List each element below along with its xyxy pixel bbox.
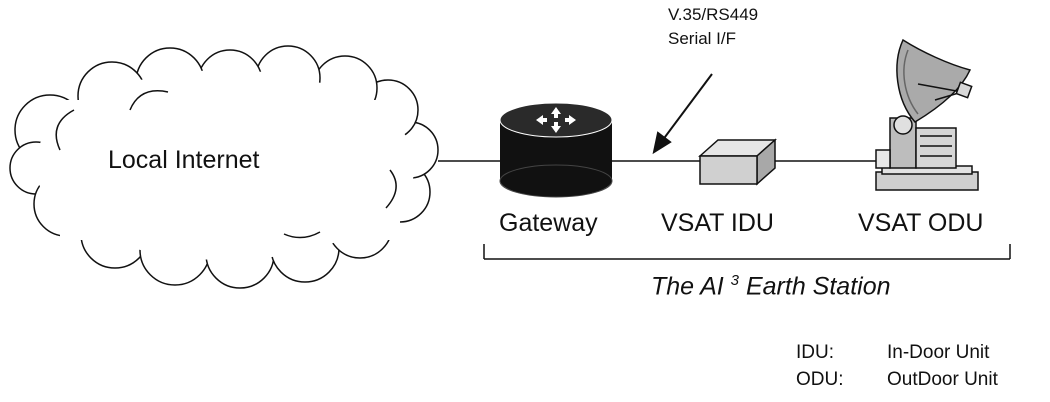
interface-note: V.35/RS449 Serial I/F — [668, 3, 758, 51]
gateway-label: Gateway — [499, 209, 598, 237]
serial-interface-arrow — [652, 73, 713, 155]
legend-odu-meaning: OutDoor Unit — [887, 369, 998, 390]
vsat-odu-label: VSAT ODU — [858, 209, 984, 237]
vsat-odu-dish-icon — [868, 38, 979, 191]
local-internet-cloud — [9, 45, 439, 289]
legend-idu-meaning: In-Door Unit — [887, 342, 990, 363]
legend-odu-abbr: ODU: — [796, 369, 844, 390]
earth-station-suffix: Earth Station — [745, 272, 891, 301]
earth-station-superscript: 3 — [730, 272, 740, 289]
cloud-label: Local Internet — [108, 146, 260, 174]
earth-station-caption: The AI 3 Earth Station — [651, 272, 891, 301]
vsat-idu-label: VSAT IDU — [661, 209, 774, 237]
earth-station-prefix: The AI — [651, 272, 724, 301]
vsat-idu-box-icon — [698, 138, 777, 186]
interface-note-line2: Serial I/F — [668, 29, 737, 48]
earth-station-bracket — [483, 244, 1011, 260]
interface-note-line1: V.35/RS449 — [668, 5, 759, 24]
gateway-router-icon — [499, 102, 613, 198]
legend-idu-abbr: IDU: — [796, 342, 834, 363]
